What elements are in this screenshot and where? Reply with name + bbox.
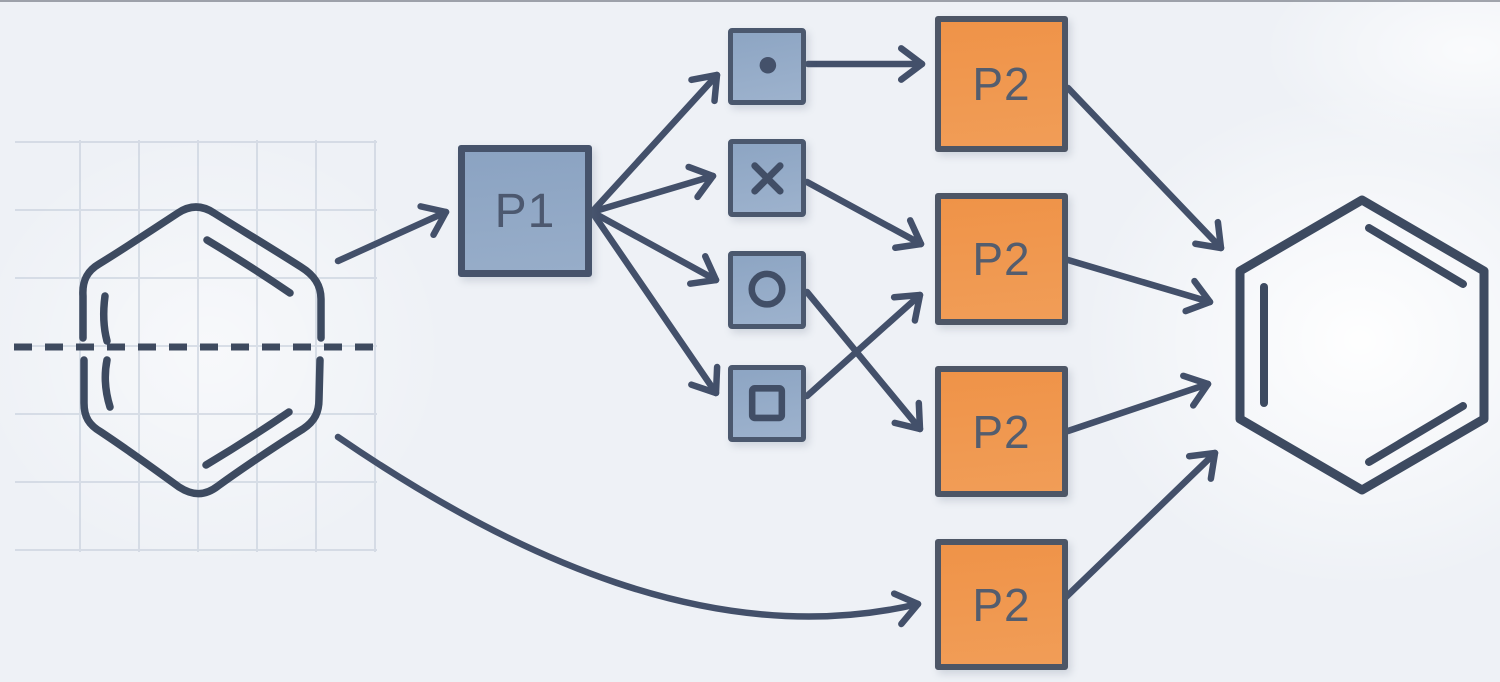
flow-arrows (334, 45, 1225, 628)
arrow-p2-1-to-product (1064, 84, 1225, 252)
arrow-op-square-to-p2-2 (803, 291, 924, 400)
arrow-p1-to-op-cross (588, 163, 717, 216)
square-icon (748, 384, 786, 421)
product-hexagon (1235, 195, 1489, 495)
reactant-bond (202, 408, 293, 469)
top-edge-line (0, 0, 1500, 2)
sketch-grid (15, 140, 377, 552)
node-p2-label: P2 (972, 233, 1031, 285)
product-double-bond (1365, 402, 1467, 466)
dot-icon (759, 56, 777, 74)
node-p2-1[interactable]: P2 (935, 16, 1068, 152)
arrow-p1-to-op-square (588, 208, 721, 397)
arrow-op-cross-to-p2-2 (803, 178, 925, 252)
reactant-bond (99, 292, 111, 345)
cross-icon (751, 162, 784, 195)
node-p1-label: P1 (494, 184, 556, 238)
arrow-reactant-to-p2-4 (334, 433, 922, 628)
reactant-bond (101, 356, 114, 411)
circle-icon (748, 270, 786, 308)
node-p2-2[interactable]: P2 (935, 193, 1068, 325)
node-p2-label: P2 (972, 578, 1031, 631)
arrow-op-circle-to-p2-3 (803, 288, 924, 433)
reactant-molecule (79, 203, 325, 498)
arrow-p2-2-to-product (1064, 256, 1214, 315)
node-op-cross[interactable] (728, 139, 806, 217)
arrow-p1-to-op-circle (588, 208, 720, 287)
node-op-circle[interactable] (728, 251, 806, 329)
arrow-p2-4-to-product (1062, 449, 1219, 601)
node-op-dot[interactable] (728, 28, 806, 105)
reactant-outline-upper (79, 203, 325, 342)
node-p2-4[interactable]: P2 (935, 539, 1068, 670)
product-double-bond (1365, 224, 1467, 288)
product-molecule (1235, 195, 1489, 495)
node-p2-3[interactable]: P2 (935, 366, 1068, 497)
node-op-square[interactable] (728, 365, 806, 442)
arrow-p2-3-to-product (1064, 372, 1212, 435)
reactant-bond (203, 236, 294, 297)
arrow-p1-to-op-dot (588, 71, 721, 216)
node-p2-label: P2 (972, 405, 1031, 458)
node-p2-label: P2 (972, 58, 1031, 110)
arrow-reactant-to-p1 (334, 203, 450, 265)
reactant-outline-lower (80, 356, 324, 498)
node-p1[interactable]: P1 (458, 145, 592, 277)
